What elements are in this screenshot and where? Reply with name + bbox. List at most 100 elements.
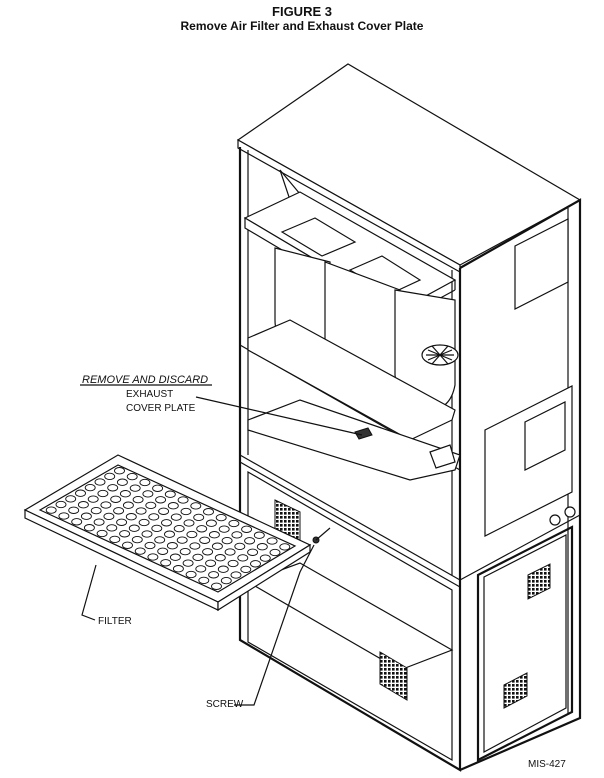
- filter-hole: [160, 559, 172, 567]
- front-louver-lower: [379, 651, 408, 701]
- filter-hole: [100, 501, 112, 509]
- filter-hole: [83, 524, 95, 532]
- filter-hole: [217, 565, 229, 573]
- filter-hole: [141, 530, 153, 538]
- label-exhaust: EXHAUST: [126, 389, 173, 400]
- filter-hole: [77, 501, 89, 509]
- filter-hole: [68, 506, 80, 514]
- filter-hole: [244, 537, 256, 545]
- filter-hole: [199, 536, 211, 544]
- label-cover-plate: COVER PLATE: [126, 403, 196, 414]
- figure-header: FIGURE 3 Remove Air Filter and Exhaust C…: [0, 4, 604, 33]
- filter-hole: [164, 490, 176, 498]
- filter-hole: [221, 536, 233, 545]
- filter-hole: [228, 519, 240, 528]
- side-lower-service-door: [476, 525, 574, 762]
- filter-hole: [107, 484, 119, 492]
- blower-assembly: [243, 169, 459, 441]
- filter-hole: [170, 513, 182, 521]
- filter-hole: [224, 548, 236, 556]
- filter-hole: [186, 530, 198, 539]
- filter-hole: [119, 530, 131, 538]
- filter-hole: [145, 501, 157, 510]
- side-louver-lower: [503, 672, 528, 709]
- filter-hole: [173, 524, 185, 533]
- filter-hole: [256, 543, 268, 551]
- filter-hole: [241, 525, 253, 533]
- filter-hole: [177, 496, 189, 504]
- filter-hole: [208, 531, 220, 539]
- filter-hole: [131, 535, 143, 544]
- label-screw: SCREW: [206, 699, 244, 710]
- filter-hole: [104, 472, 116, 481]
- filter-hole: [122, 541, 133, 549]
- drawing-id: MIS-427: [528, 759, 566, 770]
- filter-hole: [167, 502, 179, 510]
- filter-hole: [84, 483, 96, 492]
- filter-hole: [55, 500, 67, 509]
- filter-hole: [58, 512, 70, 520]
- filter-hole: [179, 547, 191, 556]
- filter-hole: [94, 478, 106, 486]
- filter-hole: [45, 506, 57, 514]
- filter-hole: [132, 495, 144, 504]
- filter-hole: [128, 524, 140, 532]
- filter-hole: [151, 524, 163, 533]
- filter-hole: [182, 559, 194, 567]
- filter-hole: [125, 513, 137, 521]
- exhaust-leader: [195, 396, 363, 436]
- filter-hole: [234, 542, 246, 551]
- filter-leader: [81, 564, 97, 621]
- side-louver-upper: [527, 563, 551, 600]
- filter-hole: [106, 524, 118, 532]
- filter-hole: [109, 535, 121, 544]
- filter-hole: [97, 489, 109, 498]
- filter-hole: [205, 519, 217, 527]
- filter-hole: [237, 554, 249, 562]
- filter-hole: [253, 531, 265, 539]
- filter-hole: [93, 518, 105, 526]
- filter-hole: [155, 496, 167, 504]
- filter-hole: [157, 547, 169, 555]
- filter-hole: [148, 513, 160, 521]
- filter-hole: [230, 571, 242, 579]
- filter-hole: [169, 553, 181, 561]
- filter-hole: [116, 518, 128, 526]
- filter-hole: [247, 548, 259, 556]
- screw-leader: [234, 544, 315, 706]
- filter-hole: [227, 559, 239, 568]
- filter-hole: [211, 542, 223, 550]
- control-knob-1: [549, 514, 561, 526]
- filter-hole: [114, 467, 125, 475]
- filter-hole: [183, 519, 195, 527]
- filter-hole: [126, 472, 138, 481]
- filter-hole: [180, 507, 192, 516]
- filter-hole: [205, 559, 217, 567]
- filter-hole: [80, 512, 92, 520]
- filter-hole: [134, 547, 146, 555]
- filter-hole: [158, 507, 170, 515]
- filter-hole: [129, 484, 141, 492]
- label-filter: FILTER: [98, 616, 132, 627]
- filter-hole: [240, 565, 252, 574]
- filter-hole: [135, 507, 147, 515]
- filter-hole: [266, 537, 278, 545]
- filter-hole: [103, 512, 115, 521]
- filter-hole: [71, 518, 83, 526]
- filter-hole: [172, 565, 184, 573]
- filter-hole: [147, 553, 159, 561]
- filter-hole: [65, 495, 77, 503]
- filter-hole: [75, 489, 86, 497]
- filter-hole: [220, 576, 232, 585]
- filter-hole: [193, 513, 205, 522]
- filter-hole: [208, 571, 220, 579]
- filter-hole: [279, 543, 291, 551]
- control-knob-2: [564, 506, 576, 518]
- side-control-panel: [484, 385, 576, 537]
- filter-hole: [161, 519, 172, 527]
- blower-inlet-vanes: [426, 345, 454, 365]
- side-upper-access-panel: [514, 218, 569, 310]
- filter-hole: [164, 530, 175, 538]
- filter-hole: [218, 525, 230, 533]
